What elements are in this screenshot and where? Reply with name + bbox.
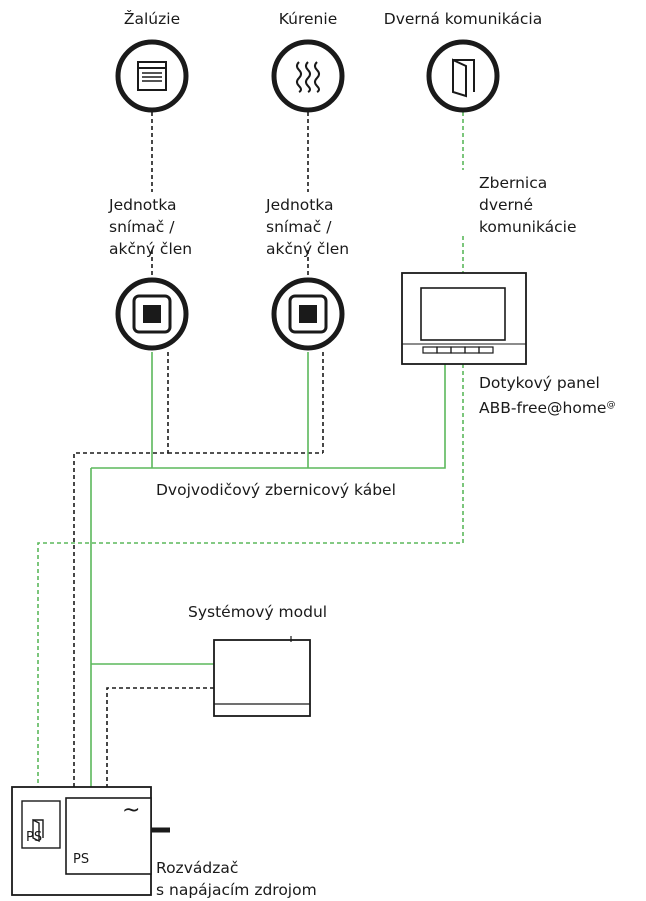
system-module-device xyxy=(213,636,311,717)
sensor-actuator-label: Jednotka snímač / akčný člen xyxy=(266,196,350,258)
system-module-label: Systémový modul xyxy=(188,603,328,621)
door-bus-label: Zbernica dverné komunikácie xyxy=(479,174,577,236)
heating-icon xyxy=(271,39,345,113)
blinds-icon xyxy=(115,39,189,113)
bus-cable-label: Dvojvodičový zbernicový kábel xyxy=(156,481,396,499)
blinds-label: Žalúzie xyxy=(123,10,181,28)
ps-small-label: PS xyxy=(26,830,43,845)
distribution-board xyxy=(11,786,170,896)
ac-symbol: ~ xyxy=(122,798,141,823)
ps-large-label: PS xyxy=(73,852,90,867)
touch-panel-label: Dotykový panel ABB-free@home@ xyxy=(479,374,616,418)
touch-panel-device xyxy=(401,272,527,365)
distribution-board-label: Rozvádzač s napájacím zdrojom xyxy=(156,859,317,899)
sensor-actuator-label: Jednotka snímač / akčný člen xyxy=(109,196,193,258)
sensor-actuator-icon xyxy=(271,277,345,351)
door-bus-line xyxy=(37,364,464,801)
door-communication-label: Dverná komunikácia xyxy=(383,10,543,28)
aux-line-left xyxy=(73,352,169,790)
system-module-aux-line xyxy=(106,687,214,790)
sensor-actuator-icon xyxy=(115,277,189,351)
door-icon xyxy=(426,39,500,113)
heating-label: Kúrenie xyxy=(278,10,338,28)
bus-touch-panel xyxy=(91,364,446,469)
